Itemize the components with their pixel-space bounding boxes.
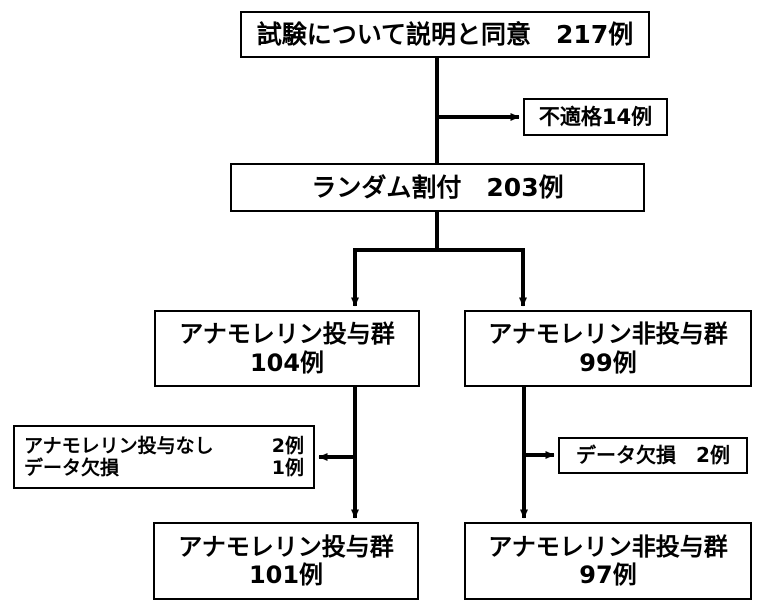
exclusion-row: データ欠損 1例 [24, 457, 304, 479]
node-randomization: ランダム割付 203例 [230, 163, 645, 212]
node-final-arm-a: アナモレリン投与群 101例 [153, 522, 419, 600]
exclusion-count: 1例 [271, 457, 304, 479]
exclusion-label: アナモレリン投与なし [24, 434, 214, 457]
node-final-arm-b-title: アナモレリン非投与群 [488, 532, 728, 561]
node-ineligible: 不適格14例 [523, 98, 668, 136]
node-exclusions-arm-a: アナモレリン投与なし 2例 データ欠損 1例 [13, 425, 315, 489]
node-randomization-label: ランダム割付 203例 [311, 172, 564, 202]
node-final-arm-a-count: 101例 [248, 561, 324, 589]
node-arm-b: アナモレリン非投与群 99例 [464, 310, 752, 387]
node-final-arm-a-title: アナモレリン投与群 [178, 532, 394, 561]
node-exclusions-arm-b-label: データ欠損 2例 [576, 442, 730, 467]
node-arm-a: アナモレリン投与群 104例 [154, 310, 420, 387]
exclusion-count: 2例 [271, 434, 304, 457]
node-arm-a-count: 104例 [249, 348, 325, 377]
exclusion-label: データ欠損 [24, 457, 120, 479]
node-final-arm-b-count: 97例 [579, 561, 637, 589]
node-arm-b-count: 99例 [579, 348, 637, 377]
node-consent: 試験について説明と同意 217例 [240, 11, 650, 58]
node-consent-label: 試験について説明と同意 217例 [256, 19, 634, 49]
exclusion-row: アナモレリン投与なし 2例 [24, 435, 304, 457]
node-arm-a-title: アナモレリン投与群 [179, 320, 395, 349]
node-arm-b-title: アナモレリン非投与群 [488, 320, 728, 349]
node-final-arm-b: アナモレリン非投与群 97例 [464, 522, 752, 600]
node-ineligible-label: 不適格14例 [538, 104, 653, 129]
node-exclusions-arm-b: データ欠損 2例 [558, 437, 748, 474]
